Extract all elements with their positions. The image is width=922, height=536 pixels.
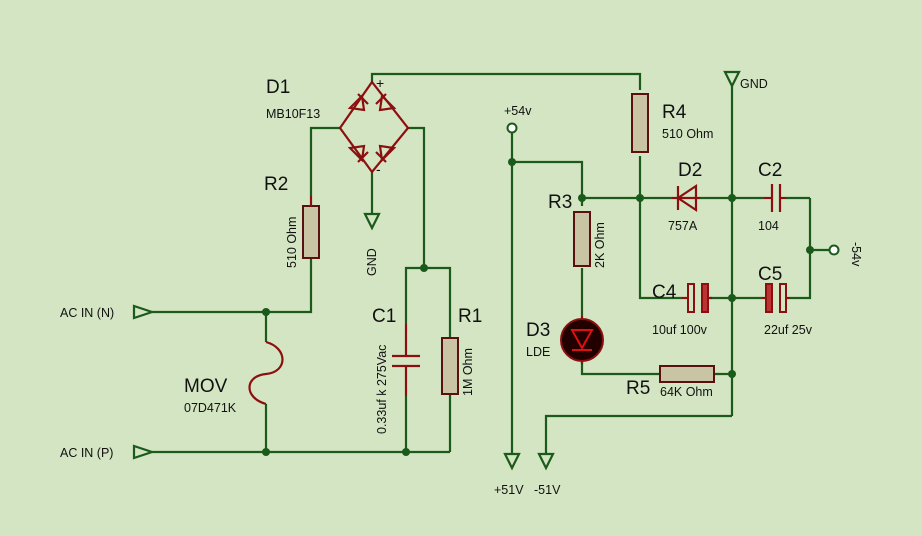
c2-value-label: 104 <box>758 219 779 233</box>
junction-c1-bottom <box>402 448 410 456</box>
junction-plus54 <box>508 158 516 166</box>
r3-value-label: 2K Ohm <box>593 222 607 268</box>
minus51-label: -51V <box>534 483 561 497</box>
c1-value-label: 0.33uf k 275Vac <box>375 345 389 434</box>
plus51-label: +51V <box>494 483 524 497</box>
bridge-rectifier-d1: + - <box>338 75 410 177</box>
r2-value-label: 510 Ohm <box>285 217 299 268</box>
wire-bridge-plus-rail <box>370 72 642 90</box>
capacitor-c1 <box>392 324 420 396</box>
gnd-top-terminal-icon <box>723 70 741 89</box>
d1-ref-label: D1 <box>266 77 290 98</box>
junction-gnd-c4 <box>728 294 736 302</box>
capacitor-c4 <box>682 283 712 313</box>
resistor-r3 <box>573 211 591 267</box>
gnd-bridge-terminal-icon <box>363 212 381 231</box>
junction-minus54 <box>806 246 814 254</box>
ac-in-n-label: AC IN (N) <box>60 306 114 320</box>
diode-d2 <box>672 183 700 213</box>
resistor-r2 <box>302 205 320 259</box>
mov-varistor <box>248 340 284 406</box>
led-body <box>560 318 604 362</box>
plus54-label: +54v <box>504 104 532 118</box>
minus54-terminal-icon <box>828 244 840 256</box>
r2-ref-label: R2 <box>264 174 288 195</box>
minus51-terminal-icon <box>537 452 555 471</box>
c4-ref-label: C4 <box>652 282 677 303</box>
junction-gnd-c2 <box>728 194 736 202</box>
gnd-top-label: GND <box>740 77 768 91</box>
ac-in-n-terminal-icon <box>132 304 156 320</box>
gnd-bridge-label: GND <box>365 248 379 276</box>
r5-ref-label: R5 <box>626 378 650 399</box>
c4-value-label: 10uf 100v <box>652 323 708 337</box>
plus51-terminal-icon <box>503 452 521 471</box>
c2-ref-label: C2 <box>758 160 782 181</box>
wire-minus54 <box>790 198 812 300</box>
junctions <box>262 158 814 456</box>
junction-mov-top <box>262 308 270 316</box>
junction-c1r1-top <box>420 264 428 272</box>
r1-ref-label: R1 <box>458 306 482 327</box>
d3-ref-label: D3 <box>526 320 550 341</box>
d1-minus-sign: - <box>376 161 381 177</box>
junction-r4 <box>636 194 644 202</box>
r3-ref-label: R3 <box>548 192 572 213</box>
wire-r2-acn <box>152 258 313 314</box>
capacitor-c2 <box>764 184 786 212</box>
c5-value-label: 22uf 25v <box>764 323 813 337</box>
d2-ref-label: D2 <box>678 160 702 181</box>
d2-value-label: 757A <box>668 219 698 233</box>
d1-plus-sign: + <box>376 75 384 91</box>
r1-value-label: 1M Ohm <box>461 348 475 396</box>
minus54-label: -54v <box>849 242 863 267</box>
ac-in-p-terminal-icon <box>132 444 156 460</box>
wire-gnd-minus51 <box>544 414 732 454</box>
wire-c1r1-top <box>404 266 452 338</box>
c1-ref-label: C1 <box>372 306 396 327</box>
wire-bridge-right <box>408 126 426 268</box>
r4-value-label: 510 Ohm <box>662 127 713 141</box>
capacitor-c5 <box>762 283 790 313</box>
resistor-r1 <box>441 337 459 395</box>
junction-gnd-r5 <box>728 370 736 378</box>
d1-value-label: MB10F13 <box>266 107 320 121</box>
r4-ref-label: R4 <box>662 102 687 123</box>
resistor-r5 <box>659 365 715 383</box>
wire-r2-bridge <box>309 126 340 196</box>
d3-value-label: LDE <box>526 345 550 359</box>
resistor-r4 <box>631 93 649 153</box>
mov-value-label: 07D471K <box>184 401 237 415</box>
c5-ref-label: C5 <box>758 264 782 285</box>
wire-led-r5 <box>580 362 660 376</box>
mov-ref-label: MOV <box>184 376 228 397</box>
junction-r3 <box>578 194 586 202</box>
ac-in-p-label: AC IN (P) <box>60 446 113 460</box>
wire-c4-left <box>638 198 682 300</box>
junction-mov-bottom <box>262 448 270 456</box>
plus54-terminal-icon <box>506 122 518 134</box>
r5-value-label: 64K Ohm <box>660 385 713 399</box>
wire-plus54-r3 <box>512 160 584 206</box>
wires <box>152 72 830 454</box>
led-d3 <box>560 316 604 364</box>
